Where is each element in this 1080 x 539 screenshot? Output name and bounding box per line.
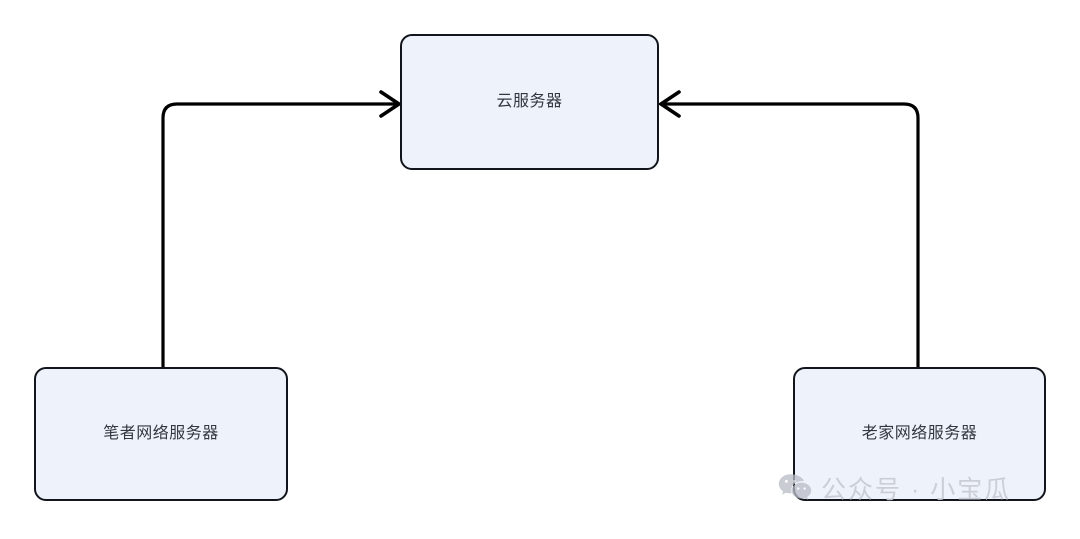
connector-hometown-to-cloud	[663, 102, 920, 367]
arrowhead-author-to-cloud	[379, 90, 403, 118]
node-author-server-label: 笔者网络服务器	[103, 424, 219, 442]
node-hometown-server[interactable]: 老家网络服务器	[793, 367, 1046, 501]
node-cloud-server[interactable]: 云服务器	[400, 34, 659, 170]
arrowhead-hometown-to-cloud	[657, 90, 681, 118]
connector-author-to-cloud	[161, 102, 397, 367]
node-author-server[interactable]: 笔者网络服务器	[34, 367, 288, 501]
node-cloud-server-label: 云服务器	[496, 92, 563, 110]
node-hometown-server-label: 老家网络服务器	[861, 424, 978, 442]
